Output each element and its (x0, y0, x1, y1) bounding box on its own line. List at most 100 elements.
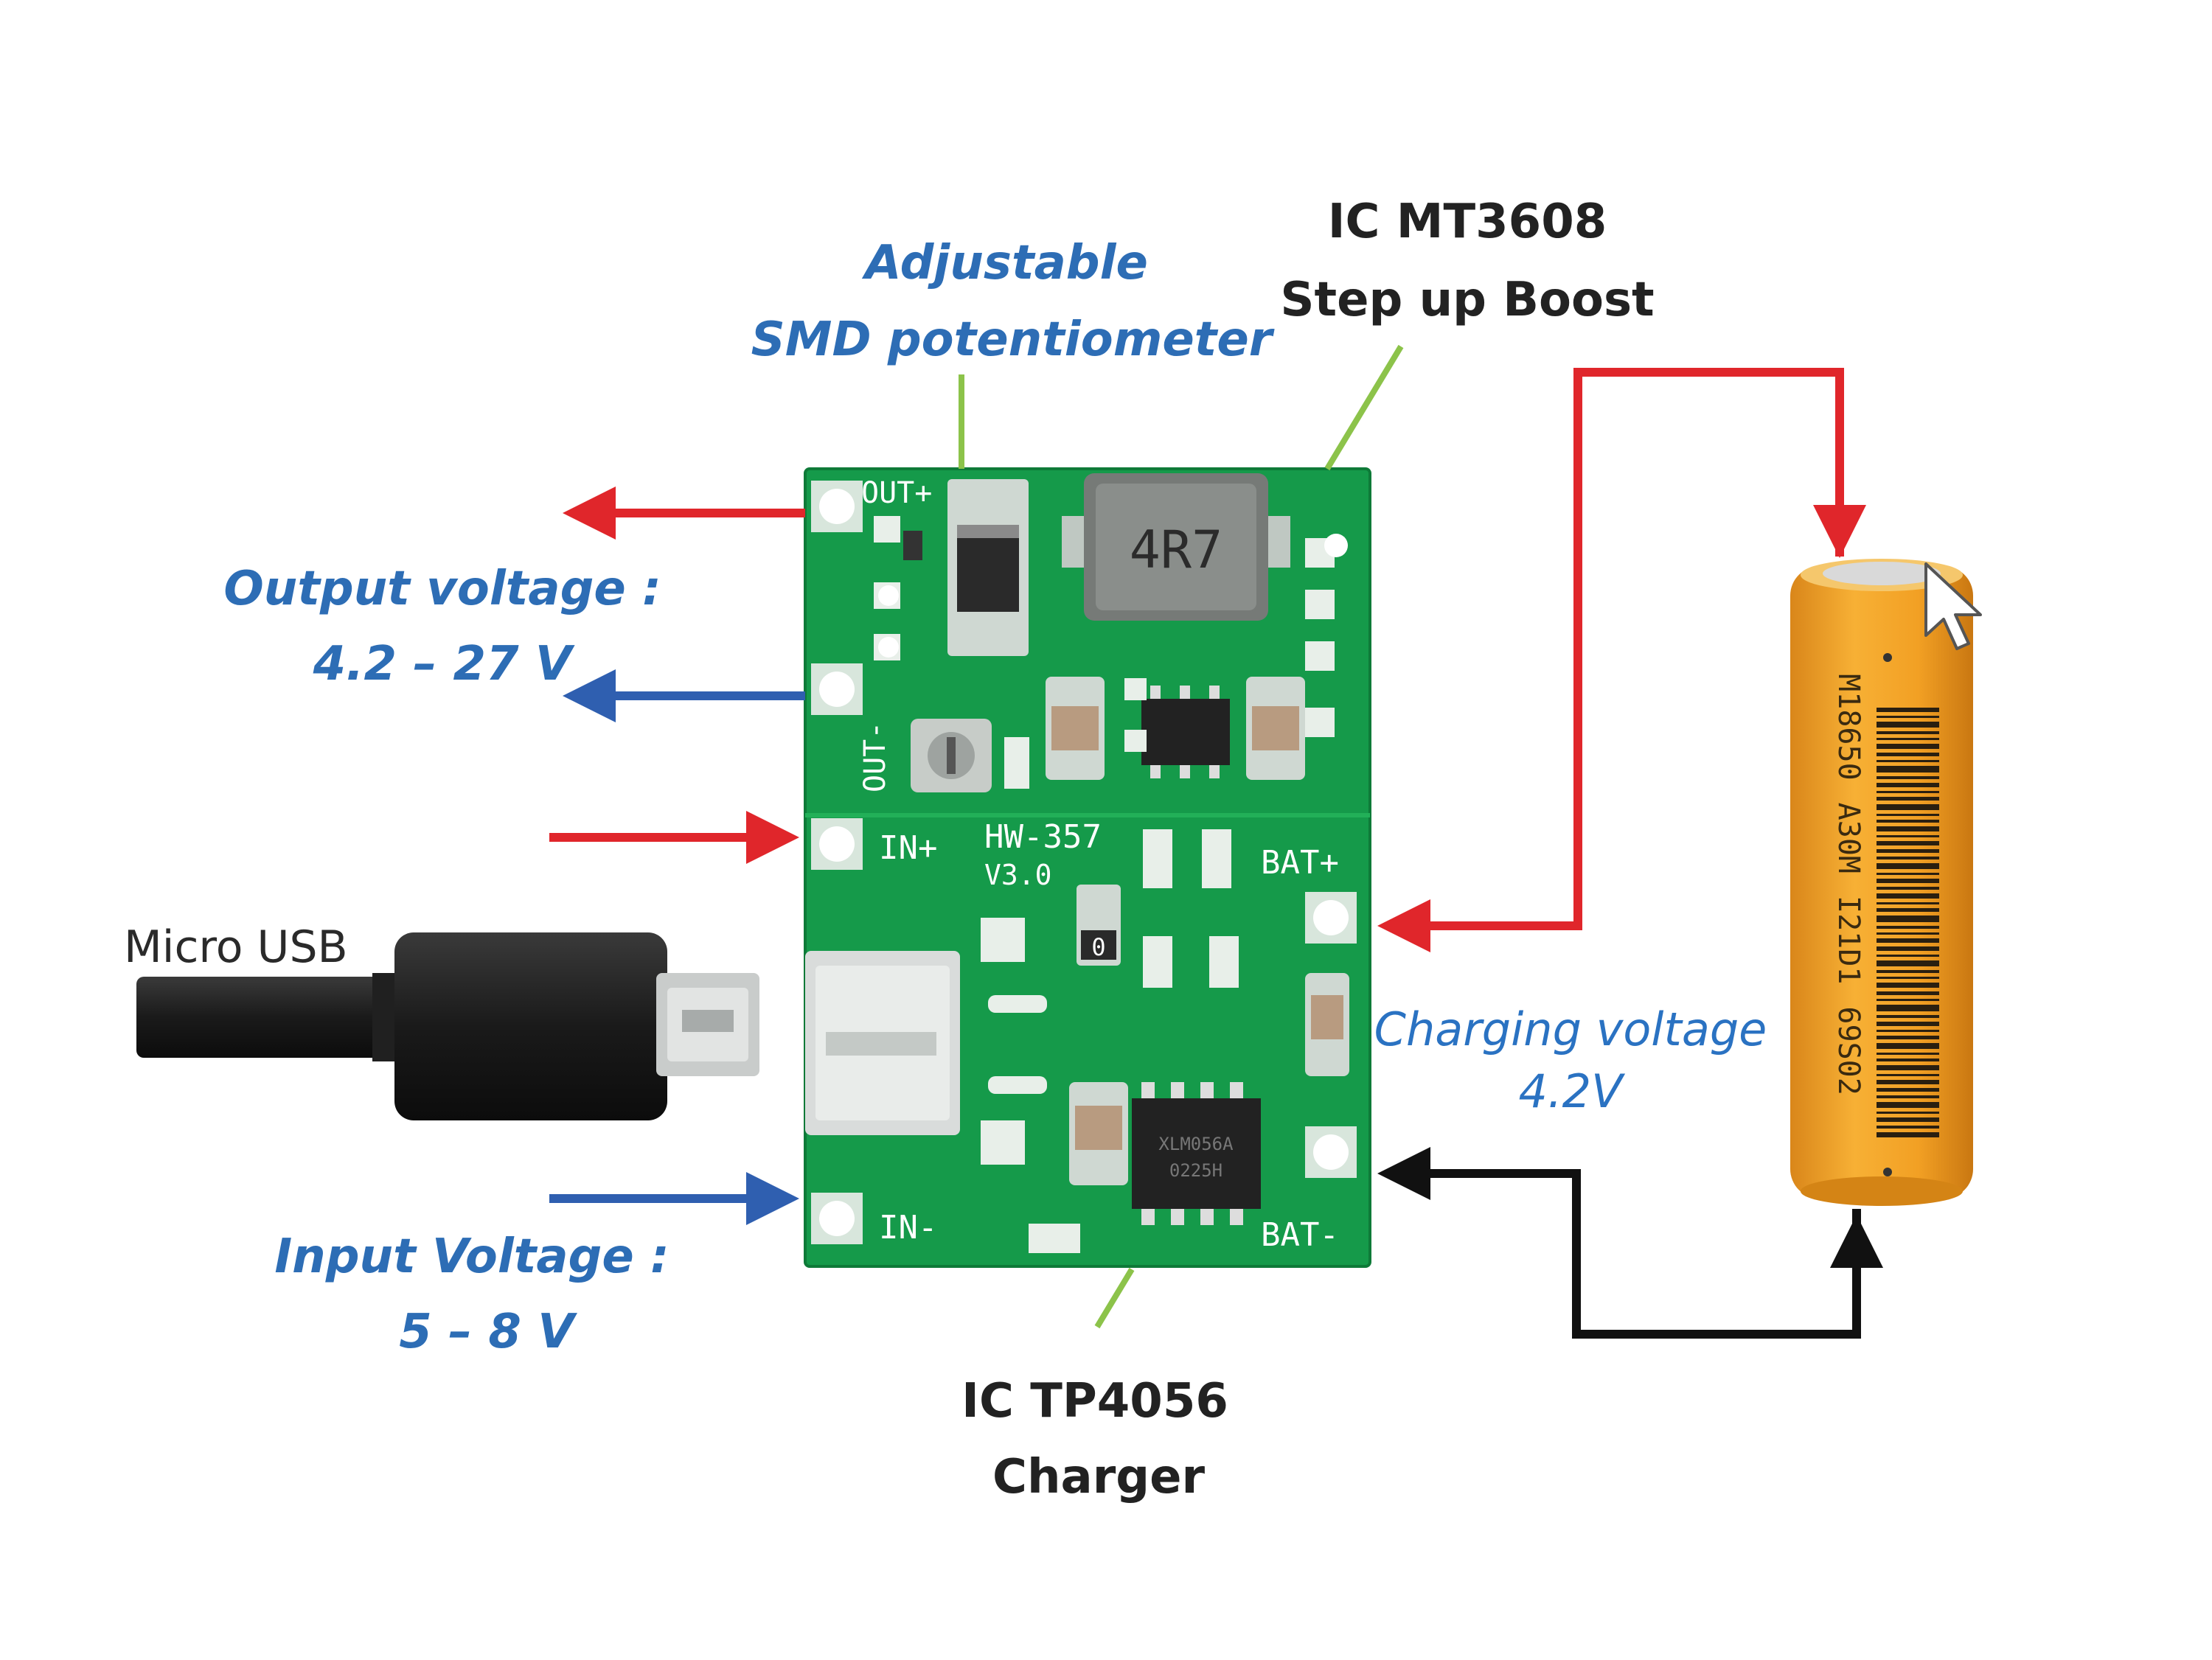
barcode-stripe (1877, 760, 1939, 762)
barcode-stripe (1877, 1059, 1939, 1061)
pad-in-minus (811, 1193, 863, 1244)
barcode-stripe (1877, 716, 1939, 718)
barcode-stripe (1877, 708, 1939, 712)
barcode-stripe (1877, 1112, 1939, 1114)
barcode-stripe (1877, 783, 1939, 787)
label-micro-usb: Micro USB (124, 921, 348, 973)
pin-label-in-minus: IN- (879, 1209, 937, 1246)
inductor-marking: 4R7 (1130, 520, 1222, 580)
barcode-stripe (1877, 908, 1939, 912)
board-version-label: V3.0 (984, 859, 1052, 891)
label-potentiometer-1: Adjustable (861, 236, 1148, 290)
barcode-stripe (1877, 1102, 1939, 1108)
label-charger-ic-1: IC TP4056 (961, 1374, 1228, 1429)
barcode-stripe (1877, 946, 1939, 951)
label-potentiometer-2: SMD potentiometer (751, 313, 1275, 367)
pin-label-bat-plus: BAT+ (1261, 844, 1339, 882)
barcode-stripe (1877, 955, 1939, 957)
barcode-stripe (1877, 1088, 1939, 1092)
barcode-stripe (1877, 804, 1939, 810)
label-output-voltage-1: Output voltage : (223, 562, 661, 616)
battery-negative-wire (1377, 1147, 1883, 1339)
barcode-stripe (1877, 926, 1939, 929)
capacitor (1046, 677, 1105, 780)
barcode-stripe (1877, 814, 1939, 816)
pad-out-plus (811, 481, 863, 532)
micro-usb-port (805, 951, 960, 1135)
barcode-stripe (1877, 916, 1939, 922)
barcode-stripe (1877, 826, 1939, 831)
capacitor (1069, 1082, 1128, 1185)
barcode-stripe (1877, 1043, 1939, 1049)
barcode-stripe (1877, 1126, 1939, 1129)
barcode-stripe (1877, 744, 1939, 749)
barcode-stripe (1877, 863, 1939, 869)
diode (947, 479, 1029, 656)
barcode-stripe (1877, 991, 1939, 995)
barcode-stripe (1877, 841, 1939, 845)
pcb-board: 4R7 (804, 467, 1371, 1268)
barcode-stripe (1877, 999, 1939, 1001)
callout-line-charger-ic (1094, 1267, 1135, 1329)
barcode-stripe (1877, 1036, 1939, 1039)
pin-label-bat-minus: BAT- (1261, 1216, 1339, 1254)
barcode-stripe (1877, 983, 1939, 988)
barcode-stripe (1877, 849, 1939, 853)
micro-usb-cable (136, 932, 759, 1120)
pad-out-minus (811, 663, 863, 715)
pin-label-in-plus: IN+ (879, 829, 937, 867)
label-charging-voltage-2: 4.2V (1518, 1064, 1626, 1118)
inductor: 4R7 (1062, 473, 1290, 621)
barcode-stripe (1877, 1117, 1939, 1122)
resistor-marking: 0 (1091, 933, 1105, 961)
callout-line-boost-ic (1324, 344, 1404, 471)
barcode-stripe (1877, 902, 1939, 904)
barcode-stripe (1877, 960, 1939, 966)
barcode-stripe (1877, 1005, 1939, 1011)
barcode-stripe (1877, 797, 1939, 801)
potentiometer (911, 719, 992, 792)
label-boost-ic-1: IC MT3608 (1328, 195, 1607, 249)
battery-18650: M18650A30MI21D169S02 (1790, 559, 1973, 1206)
barcode-stripe (1877, 1053, 1939, 1055)
barcode-stripe (1877, 893, 1939, 899)
pad-bat-minus (1305, 1126, 1357, 1178)
battery-marking: M18650A30MI21D169S02 (1832, 674, 1865, 1095)
barcode-stripe (1877, 1074, 1939, 1076)
battery-barcode (1877, 708, 1939, 1137)
charger-chip-marking-2: 0225H (1169, 1160, 1222, 1181)
barcode-stripe (1877, 938, 1939, 943)
charger-chip-marking-1: XLM056A (1158, 1134, 1234, 1154)
barcode-stripe (1877, 1015, 1939, 1018)
barcode-stripe (1877, 835, 1939, 837)
label-output-voltage-2: 4.2 – 27 V (313, 637, 575, 691)
charger-ic-chip: XLM056A 0225H (1132, 1082, 1261, 1225)
barcode-stripe (1877, 970, 1939, 973)
barcode-stripe (1877, 887, 1939, 890)
label-boost-ic-2: Step up Boost (1280, 273, 1654, 327)
barcode-stripe (1877, 1065, 1939, 1070)
mouse-pointer-icon (1924, 562, 1982, 650)
label-input-voltage-2: 5 – 8 V (399, 1305, 577, 1359)
barcode-stripe (1877, 879, 1939, 883)
battery-positive-wire (1377, 368, 1866, 952)
barcode-stripe (1877, 1022, 1939, 1026)
boost-ic-chip (1141, 686, 1230, 778)
barcode-stripe (1877, 722, 1939, 728)
barcode-stripe (1877, 1030, 1939, 1032)
barcode-stripe (1877, 1095, 1939, 1098)
board-model-label: HW-357 (984, 818, 1102, 856)
pad-bat-plus (1305, 892, 1357, 944)
label-charger-ic-2: Charger (992, 1450, 1206, 1504)
barcode-stripe (1877, 753, 1939, 756)
barcode-stripe (1877, 738, 1939, 740)
pin-label-out-minus: OUT- (858, 722, 892, 792)
barcode-stripe (1877, 776, 1939, 779)
barcode-stripe (1877, 820, 1939, 823)
barcode-stripe (1877, 1080, 1939, 1084)
barcode-stripe (1877, 977, 1939, 979)
barcode-stripe (1877, 791, 1939, 793)
barcode-stripe (1877, 731, 1939, 734)
